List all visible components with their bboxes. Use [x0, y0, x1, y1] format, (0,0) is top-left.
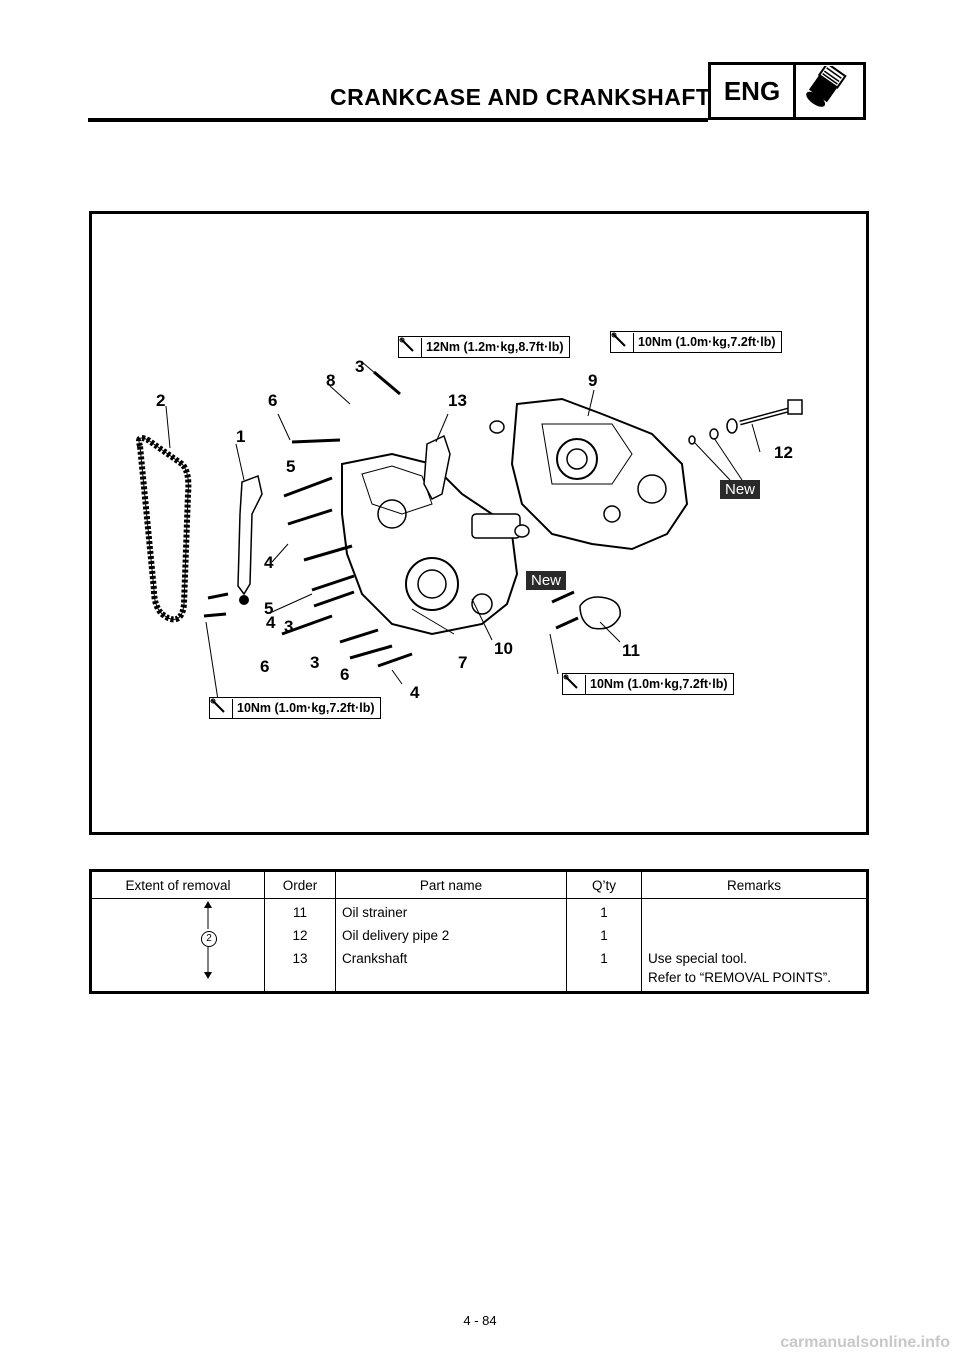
torque-wrench-icon — [563, 674, 586, 694]
callout-5: 5 — [286, 457, 296, 476]
table-header-row: Extent of removal Order Part name Q’ty R… — [90, 870, 868, 899]
torque-value: 10Nm (1.0m·kg,7.2ft·lb) — [237, 701, 375, 715]
part-name-cell: Crankshaft — [335, 945, 567, 968]
callout-9: 9 — [588, 371, 598, 390]
torque-value: 12Nm (1.2m·kg,8.7ft·lb) — [426, 340, 564, 354]
callout-4b: 4 — [266, 613, 276, 632]
callout-6b: 6 — [260, 657, 270, 676]
callout-5b: 5 — [264, 599, 274, 618]
torque-spec-bottom-left: 10Nm (1.0m·kg,7.2ft·lb) — [209, 697, 381, 719]
callout-11: 11 — [622, 641, 640, 660]
torque-spec-bottom-right: 10Nm (1.0m·kg,7.2ft·lb) — [562, 673, 734, 695]
order-cell — [264, 968, 336, 993]
new-part-badge: New — [526, 571, 567, 590]
order-cell: 11 — [264, 898, 336, 922]
engine-piston-icon — [796, 65, 863, 117]
part-name-cell — [335, 968, 567, 993]
qty-cell: 1 — [566, 945, 642, 968]
section-label: ENG — [711, 65, 796, 117]
callout-8: 8 — [326, 371, 336, 390]
extent-marker: 2 — [201, 931, 217, 947]
torque-wrench-icon — [399, 337, 422, 357]
callout-3c: 3 — [310, 653, 320, 672]
remarks-cell — [642, 922, 868, 945]
remarks-cell — [642, 899, 868, 923]
header-remarks: Remarks — [641, 870, 868, 899]
callout-4c: 4 — [410, 683, 420, 702]
callout-4: 4 — [264, 553, 274, 572]
qty-cell: 1 — [566, 898, 642, 922]
page-title: CRANKCASE AND CRANKSHAFT — [330, 84, 711, 110]
table-row: 2 11 Oil strainer 1 — [90, 898, 868, 993]
torque-spec-top-right: 10Nm (1.0m·kg,7.2ft·lb) — [610, 331, 782, 353]
header-part-name: Part name — [335, 870, 567, 899]
torque-wrench-icon — [611, 332, 634, 352]
callout-13: 13 — [448, 391, 467, 410]
table-row: 13 Crankshaft 1 Use special tool. — [91, 945, 868, 968]
header-qty: Q’ty — [566, 870, 642, 899]
header-order: Order — [264, 870, 336, 899]
remarks-cell: Use special tool. — [648, 951, 748, 966]
qty-cell: 1 — [566, 922, 642, 945]
extent-range: 2 — [98, 901, 258, 985]
table-row: Refer to “REMOVAL POINTS”. — [91, 968, 868, 993]
callout-3b: 3 — [284, 617, 294, 636]
part-name-cell: Oil delivery pipe 2 — [335, 922, 567, 945]
page-number: 4 - 84 — [463, 1313, 497, 1328]
order-cell: 12 — [264, 922, 336, 945]
remarks-cell: Refer to “REMOVAL POINTS”. — [648, 970, 832, 985]
crankcase-illustration — [136, 361, 803, 701]
torque-wrench-icon — [210, 698, 233, 718]
callout-12: 12 — [774, 443, 793, 462]
extent-cell: 2 — [90, 898, 265, 993]
callout-6c: 6 — [340, 665, 350, 684]
torque-value: 10Nm (1.0m·kg,7.2ft·lb) — [590, 677, 728, 691]
callout-3: 3 — [355, 357, 365, 376]
order-cell: 13 — [264, 945, 336, 968]
exploded-diagram: 2 6 8 3 13 9 1 5 12 4 5 4 3 6 3 6 7 10 1… — [89, 211, 869, 835]
qty-cell — [566, 968, 642, 993]
new-part-badge: New — [720, 480, 761, 499]
header-extent: Extent of removal — [90, 870, 265, 899]
callout-7: 7 — [458, 653, 468, 672]
parts-table: Extent of removal Order Part name Q’ty R… — [89, 869, 869, 994]
callout-1: 1 — [236, 427, 246, 446]
torque-value: 10Nm (1.0m·kg,7.2ft·lb) — [638, 335, 776, 349]
header-rule — [88, 118, 708, 122]
table-row: 12 Oil delivery pipe 2 1 — [91, 922, 868, 945]
torque-spec-top-center: 12Nm (1.2m·kg,8.7ft·lb) — [398, 336, 570, 358]
callout-10: 10 — [494, 639, 513, 658]
section-tab: ENG — [708, 62, 866, 120]
extent-arrow-icon — [204, 901, 212, 979]
callout-6: 6 — [268, 391, 278, 410]
callout-2: 2 — [156, 391, 166, 410]
watermark: carmanualsonline.info — [780, 1334, 950, 1351]
part-name-cell: Oil strainer — [335, 898, 567, 922]
